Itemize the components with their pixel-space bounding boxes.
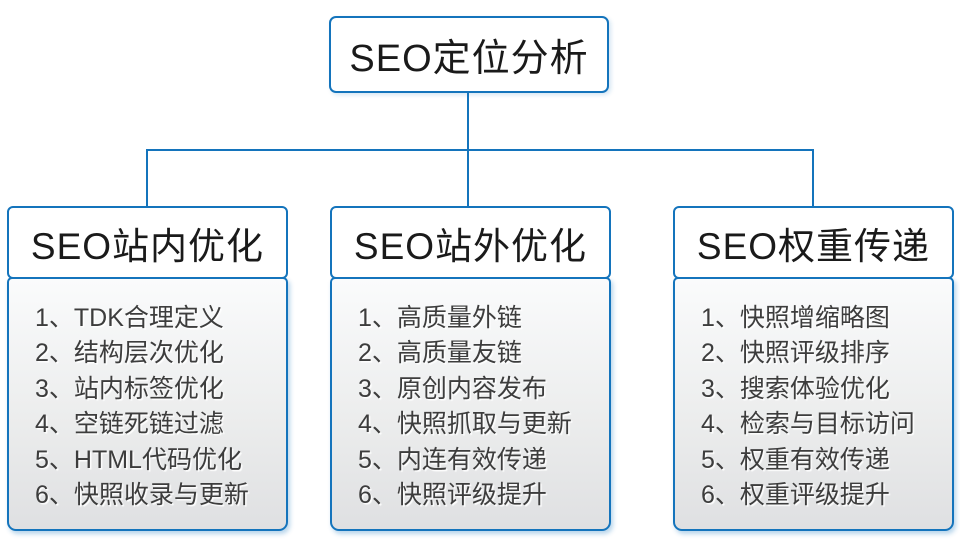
root-node-seo-positioning: SEO定位分析 xyxy=(329,16,609,93)
list-item: 4、检索与目标访问 xyxy=(701,410,915,439)
connector-drop-right xyxy=(812,149,814,208)
branch-weight-title: SEO权重传递 xyxy=(696,225,931,267)
connector-drop-left xyxy=(146,149,148,208)
connector-drop-middle xyxy=(467,149,469,208)
list-item: 5、HTML代码优化 xyxy=(35,445,242,474)
list-item: 6、快照收录与更新 xyxy=(35,481,249,510)
branch-onsite-header: SEO站内优化 xyxy=(7,206,288,279)
list-item: 6、快照评级提升 xyxy=(358,481,547,510)
branch-offsite-header: SEO站外优化 xyxy=(330,206,611,279)
list-item: 2、结构层次优化 xyxy=(35,339,224,368)
connector-root-down xyxy=(467,92,469,151)
list-item: 4、快照抓取与更新 xyxy=(358,410,572,439)
list-item: 3、站内标签优化 xyxy=(35,374,224,403)
branch-onsite-optimization: SEO站内优化 1、TDK合理定义 2、结构层次优化 3、站内标签优化 4、空链… xyxy=(7,206,288,531)
branch-weight-header: SEO权重传递 xyxy=(673,206,954,279)
list-item: 6、权重评级提升 xyxy=(701,481,890,510)
list-item: 2、高质量友链 xyxy=(358,339,522,368)
list-item: 1、高质量外链 xyxy=(358,304,522,332)
list-item: 1、TDK合理定义 xyxy=(35,304,224,332)
branch-offsite-list: 1、高质量外链 2、高质量友链 3、原创内容发布 4、快照抓取与更新 5、内连有… xyxy=(330,277,611,531)
list-item: 5、权重有效传递 xyxy=(701,445,890,474)
list-item: 3、搜索体验优化 xyxy=(701,374,890,403)
list-item: 2、快照评级排序 xyxy=(701,339,890,368)
list-item: 5、内连有效传递 xyxy=(358,445,547,474)
list-item: 3、原创内容发布 xyxy=(358,374,547,403)
branch-offsite-optimization: SEO站外优化 1、高质量外链 2、高质量友链 3、原创内容发布 4、快照抓取与… xyxy=(330,206,611,531)
branch-weight-list: 1、快照增缩略图 2、快照评级排序 3、搜索体验优化 4、检索与目标访问 5、权… xyxy=(673,277,954,531)
branch-offsite-title: SEO站外优化 xyxy=(353,225,588,267)
branch-onsite-list: 1、TDK合理定义 2、结构层次优化 3、站内标签优化 4、空链死链过滤 5、H… xyxy=(7,277,288,531)
root-node-title: SEO定位分析 xyxy=(349,38,589,80)
branch-onsite-title: SEO站内优化 xyxy=(30,225,265,267)
branch-weight-transfer: SEO权重传递 1、快照增缩略图 2、快照评级排序 3、搜索体验优化 4、检索与… xyxy=(673,206,954,531)
list-item: 4、空链死链过滤 xyxy=(35,410,224,439)
connector-horizontal xyxy=(146,149,814,151)
list-item: 1、快照增缩略图 xyxy=(701,304,890,332)
